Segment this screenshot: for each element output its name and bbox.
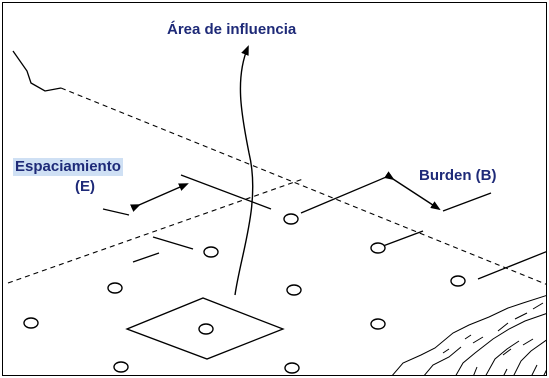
blast-hole [107, 282, 123, 294]
row-line [477, 251, 546, 280]
terrain-edge-line [12, 50, 62, 92]
spacing-abbr-label: (E) [75, 178, 95, 195]
blast-hole [450, 275, 466, 287]
row-lines [102, 174, 546, 280]
blast-holes [23, 213, 466, 374]
blast-hole [370, 318, 386, 330]
spacing-label: Espaciamiento [13, 158, 123, 176]
area-leader-arrow [234, 45, 254, 296]
row-line [132, 252, 160, 263]
blast-hole [203, 246, 219, 258]
row-line [102, 208, 130, 216]
row-line [442, 192, 492, 212]
area-of-influence-label: Área de influencia [167, 21, 297, 38]
row-line [152, 236, 194, 250]
crest-dashed-line [60, 87, 546, 285]
blast-hole [283, 213, 299, 225]
burden-label: Burden (B) [419, 167, 497, 184]
influence-area-square [125, 297, 285, 360]
blast-hole [286, 284, 302, 296]
blast-pattern-diagram [7, 45, 546, 375]
toe-dashed-line [7, 178, 304, 284]
rock-face [392, 295, 546, 375]
blast-hole [284, 362, 300, 374]
blast-hole [113, 361, 129, 373]
blast-hole [23, 317, 39, 329]
burden-arrow [384, 171, 441, 211]
row-line [180, 174, 272, 210]
row-line [382, 230, 424, 247]
blast-hole [370, 242, 386, 254]
spacing-arrow [130, 183, 189, 212]
blast-hole [198, 323, 214, 335]
row-line [300, 174, 392, 214]
